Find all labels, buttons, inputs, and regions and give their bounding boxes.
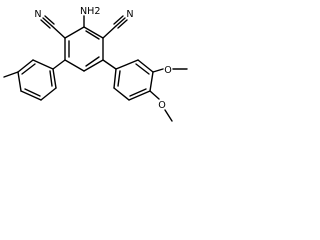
structural-formula: NH2 N N [3, 6, 188, 122]
dimethoxyphenyl-ring [102, 59, 154, 101]
nitrile-left: N [34, 9, 66, 39]
nitrile-right: N [102, 9, 134, 39]
tolyl-ring [3, 59, 66, 101]
methoxy-lower: O [149, 90, 173, 122]
central-ring [64, 26, 104, 72]
methoxy-upper: O [152, 65, 188, 76]
methoxy-lower-oxygen-label: O [158, 100, 166, 111]
nitrile-right-label: N [126, 9, 133, 20]
amino-label: NH2 [80, 6, 101, 17]
methoxy-upper-oxygen-label: O [164, 65, 172, 76]
nitrile-left-label: N [34, 9, 41, 20]
amino-group: NH2 [80, 6, 101, 28]
